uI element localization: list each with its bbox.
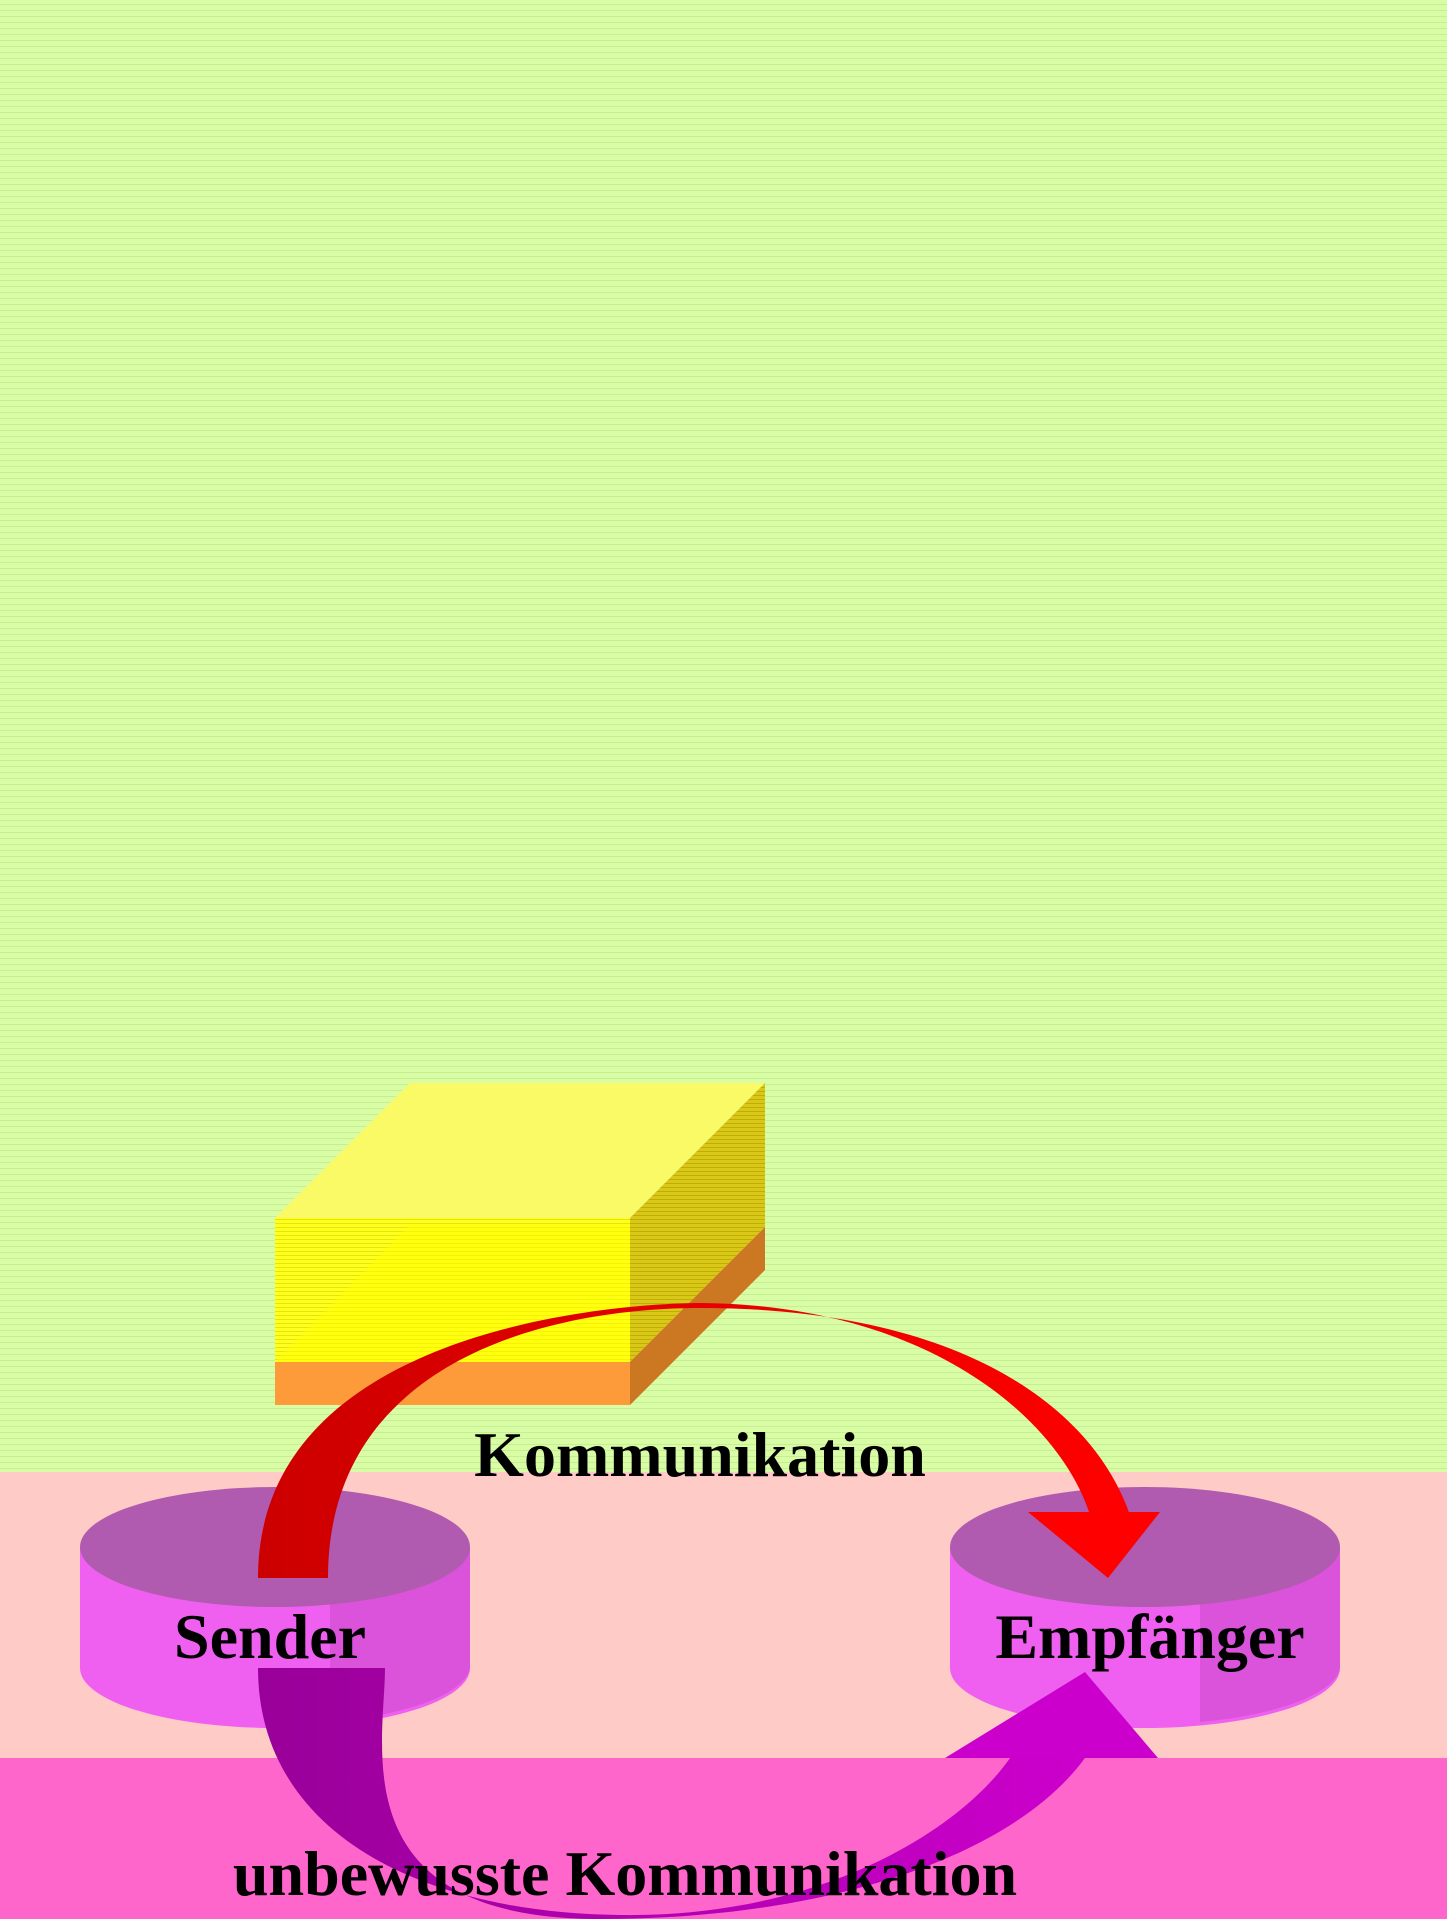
yellow-box-side — [630, 1083, 765, 1362]
sender-label: Sender — [174, 1601, 366, 1672]
communication-arrow-head — [1028, 1512, 1160, 1578]
empfaenger-disk-top — [950, 1487, 1340, 1607]
magenta-background-band — [0, 1758, 1447, 1919]
unbewusste-kommunikation-label: unbewusste Kommunikation — [233, 1838, 1017, 1909]
orange-base-side — [630, 1227, 765, 1405]
communication-arrow — [258, 1302, 1160, 1578]
kommunikation-label: Kommunikation — [474, 1419, 926, 1490]
unconscious-communication-arrow — [258, 1668, 1158, 1919]
empfaenger-label: Empfänger — [995, 1601, 1304, 1672]
unconscious-arrow-body — [258, 1668, 1085, 1919]
yellow-box-top — [275, 1083, 765, 1218]
unconscious-arrow-head — [945, 1672, 1158, 1758]
orange-base-front — [275, 1362, 630, 1405]
